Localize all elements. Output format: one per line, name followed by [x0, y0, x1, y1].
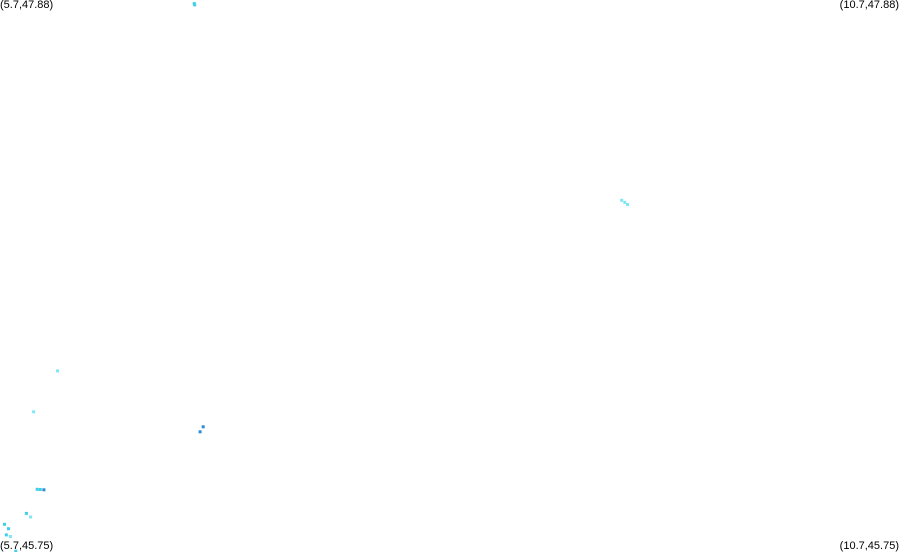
- map-point-8: [198, 430, 202, 434]
- points-layer: [3, 2, 629, 553]
- map-point-7: [201, 425, 205, 429]
- map-point-17: [8, 535, 12, 538]
- map-point-4: [626, 203, 629, 206]
- map-point-18: [14, 549, 18, 553]
- map-point-1: [193, 3, 197, 7]
- map-point-5: [56, 369, 59, 373]
- map-point-6: [32, 410, 36, 414]
- map-point-13: [29, 515, 33, 519]
- map-point-2: [620, 198, 624, 202]
- map-point-9: [35, 487, 39, 491]
- map-point-11: [42, 488, 46, 492]
- map-point-3: [623, 200, 627, 204]
- map-point-16: [4, 533, 8, 537]
- map-point-14: [3, 522, 6, 526]
- corner-label-top-right: (10.7,47.88): [839, 0, 899, 11]
- corner-label-bottom-right: (10.7,45.75): [839, 540, 899, 552]
- corner-label-bottom-left: (5.7,45.75): [0, 540, 54, 552]
- map-point-15: [7, 527, 10, 531]
- map-point-10: [38, 488, 42, 491]
- map-point-12: [24, 511, 28, 515]
- corner-label-top-left: (5.7,47.88): [0, 0, 54, 11]
